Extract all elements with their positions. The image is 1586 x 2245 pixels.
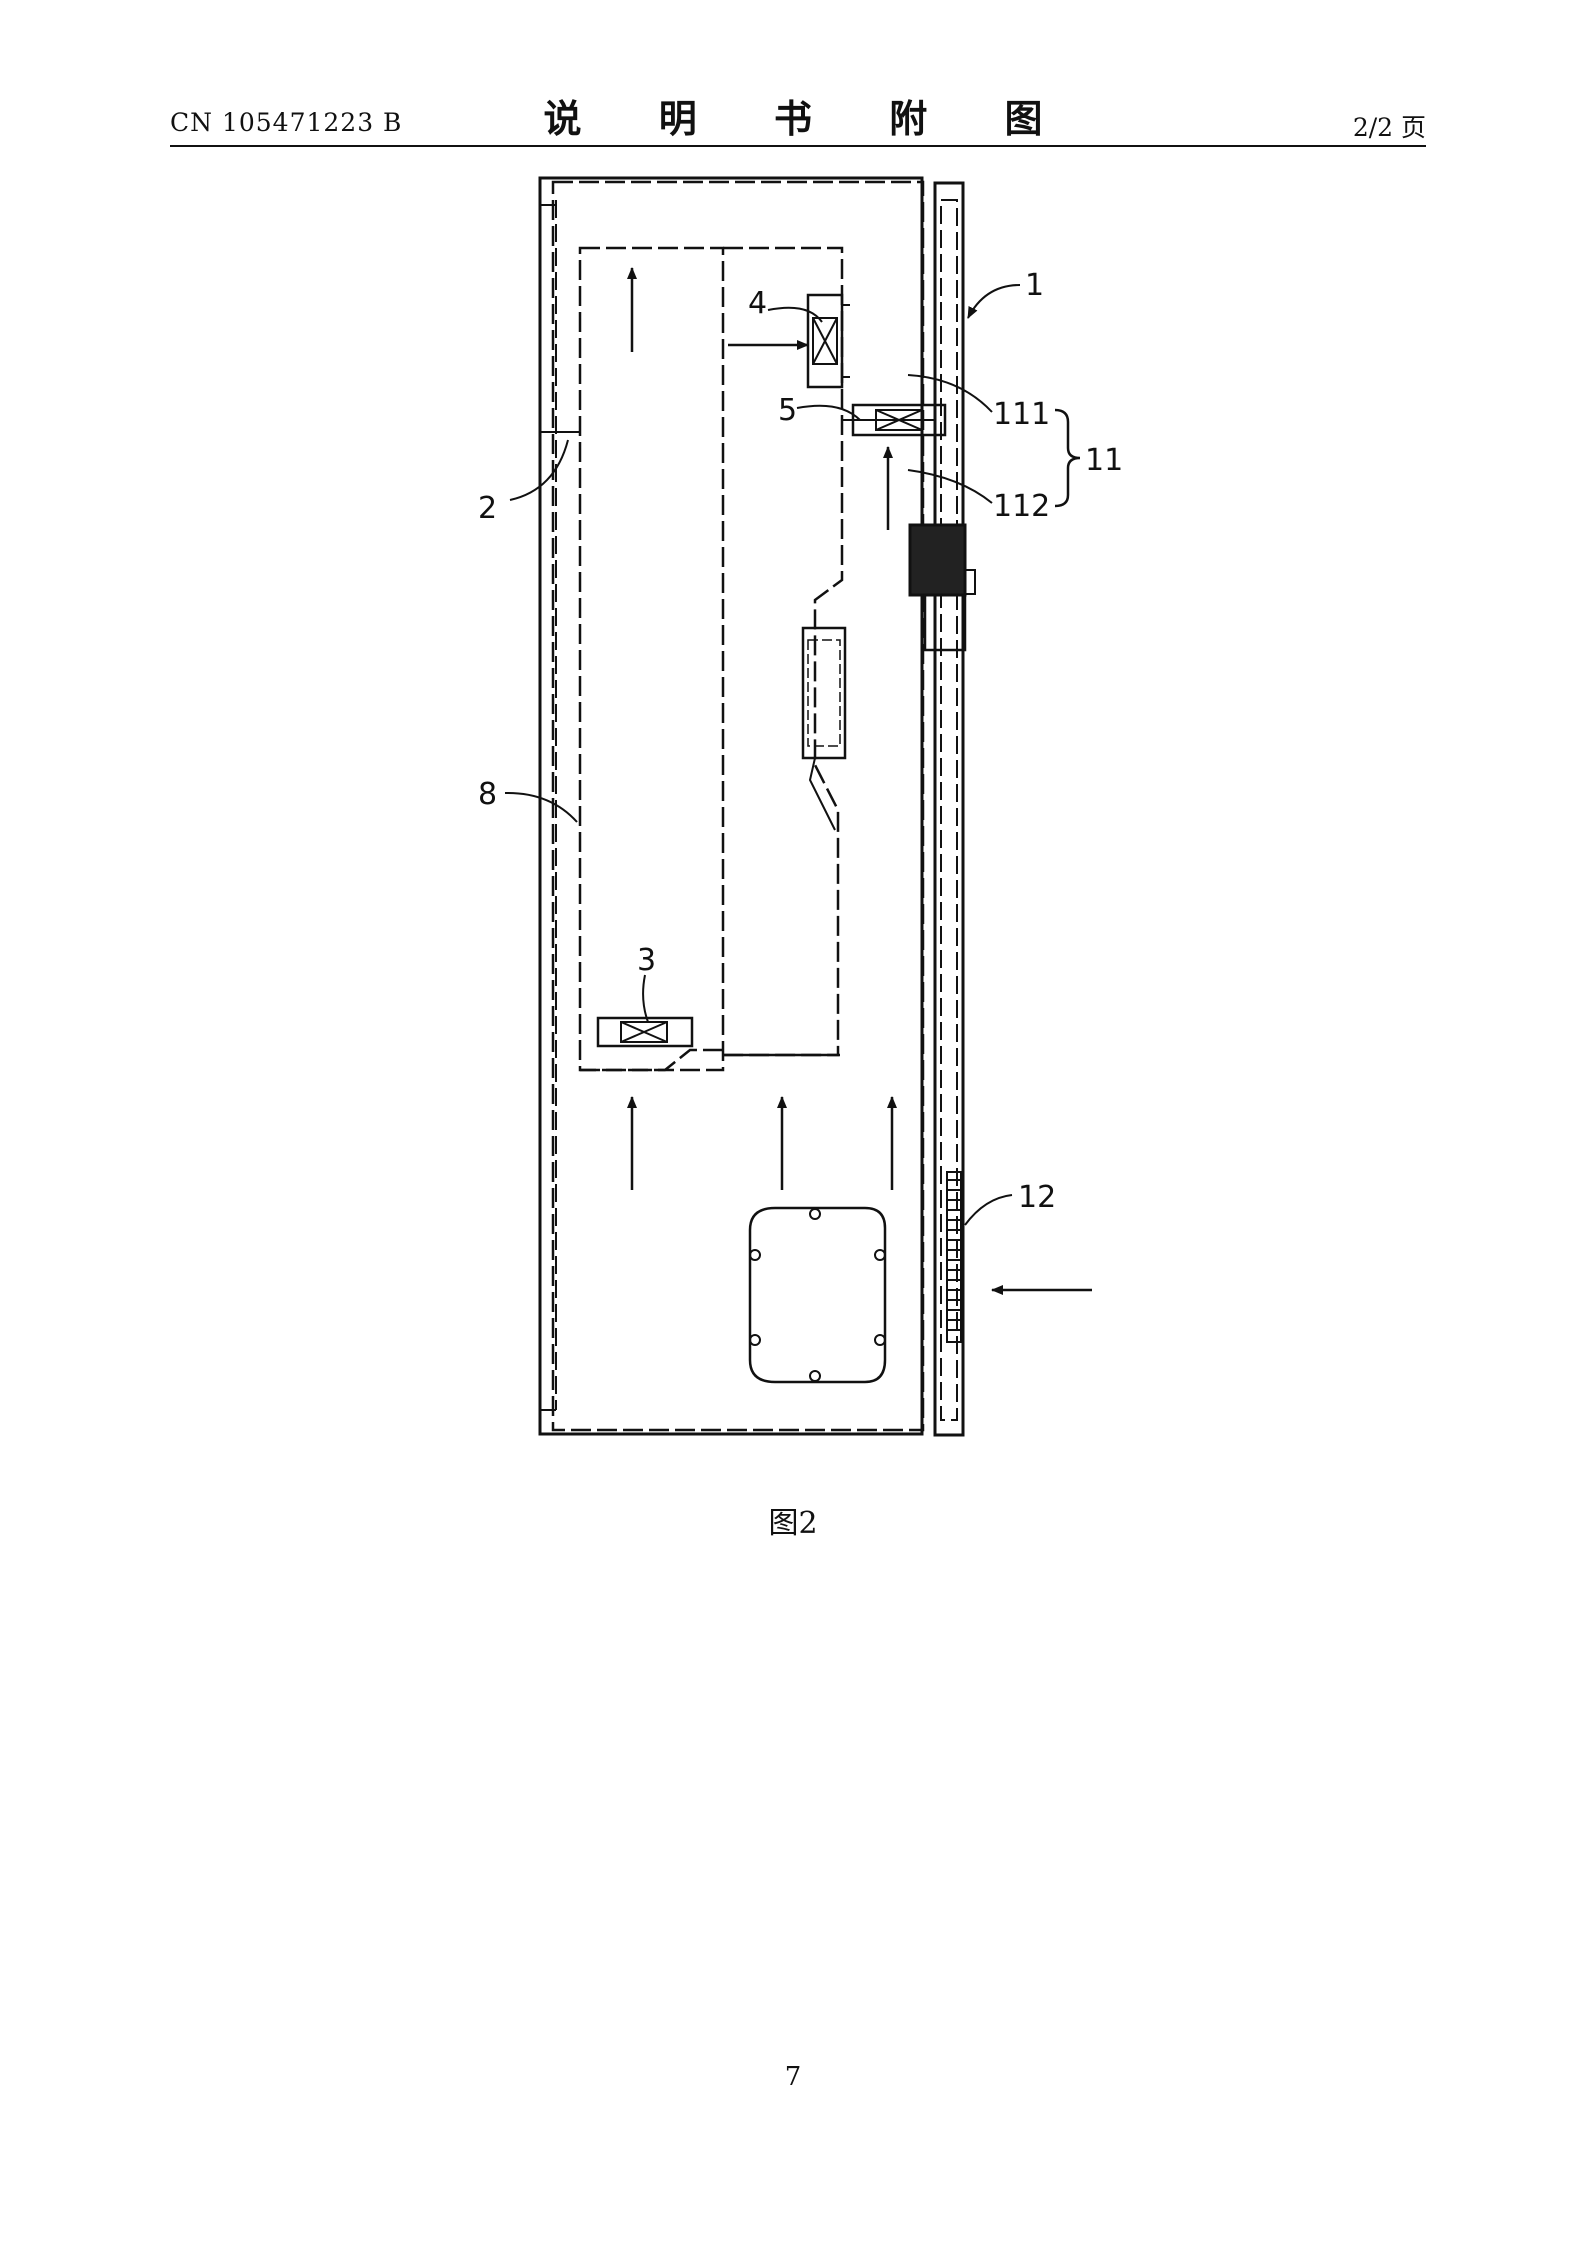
- patent-number: CN 105471223 B: [170, 108, 403, 137]
- fan-4-x: [812, 317, 838, 365]
- label-8: 8: [478, 777, 497, 812]
- door-1-outer: [933, 181, 965, 1437]
- leader-4: [767, 306, 823, 323]
- partition-8-tail: [580, 1048, 723, 1072]
- bottom-component: [748, 1206, 887, 1384]
- leader-5: [796, 404, 861, 421]
- cabinet-outer-frame: [538, 176, 924, 1436]
- page-number: 7: [784, 2062, 802, 2092]
- label-4: 4: [748, 286, 767, 321]
- leader-111: [907, 374, 993, 413]
- leader-3: [642, 974, 649, 1023]
- label-1: 1: [1025, 268, 1044, 303]
- cabinet-inner-dashed: [551, 180, 925, 1432]
- fan-4-inner: [812, 317, 838, 365]
- heat-exchanger-core: [807, 639, 841, 747]
- brace-11: [1054, 408, 1081, 508]
- label-112: 112: [993, 489, 1050, 524]
- label-3: 3: [637, 943, 656, 978]
- door-unit: [908, 523, 967, 597]
- label-5: 5: [778, 393, 797, 428]
- leader-1: [967, 284, 1021, 319]
- label-11: 11: [1085, 443, 1123, 478]
- fan-3-housing: [596, 1016, 694, 1048]
- leader-2: [509, 439, 569, 501]
- bottom-component-bolts: [749, 1208, 886, 1382]
- fan-3-inner: [620, 1021, 668, 1043]
- vent-grille-12: [946, 1171, 962, 1343]
- label-2: 2: [478, 491, 497, 526]
- door-unit-body: [923, 593, 967, 652]
- door-1-inner: [940, 199, 958, 1421]
- leader-8: [504, 791, 578, 823]
- partition-8-left: [578, 246, 725, 1072]
- leader-12: [964, 1194, 1013, 1226]
- label-111: 111: [993, 397, 1050, 432]
- heat-exchanger-lead: [808, 757, 836, 831]
- heat-exchanger: [801, 626, 847, 760]
- fan-3-x: [620, 1021, 668, 1043]
- vent-grille-lines: [947, 1179, 961, 1331]
- header-rule: [170, 145, 1426, 147]
- door-unit-knob: [964, 569, 976, 595]
- page-title: 说 明 书 附 图: [543, 96, 1075, 141]
- leader-112: [907, 469, 993, 504]
- inner-duct: [723, 246, 844, 1057]
- page-label: 2/2 页: [1352, 113, 1426, 142]
- label-12: 12: [1018, 1180, 1056, 1215]
- figure-caption: 图2: [768, 1506, 818, 1541]
